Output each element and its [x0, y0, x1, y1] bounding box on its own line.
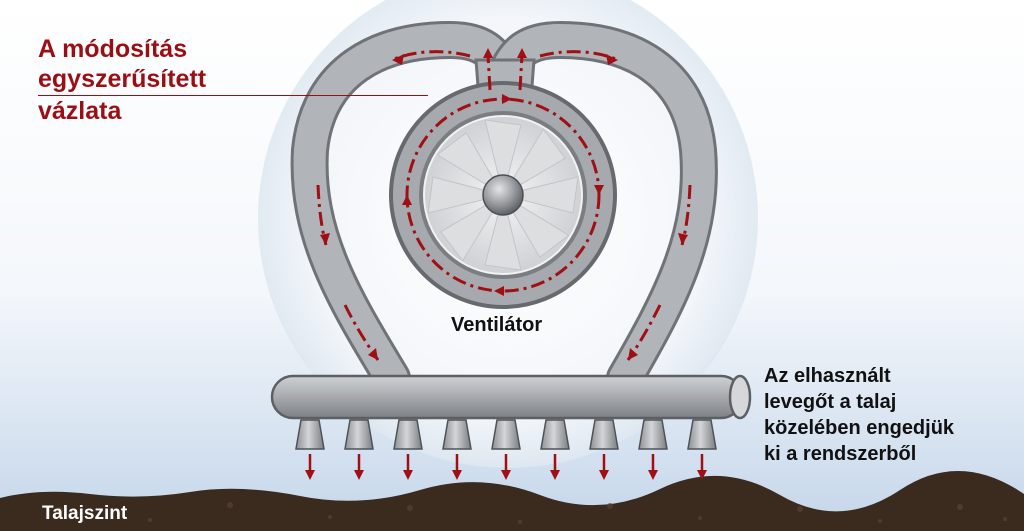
ground-soil — [0, 470, 1024, 531]
outlet-pipe-end — [728, 374, 752, 420]
outlet-note-line-3: közelében engedjük — [764, 417, 955, 439]
nozzle — [687, 419, 717, 450]
outflow-arrow-head — [452, 470, 462, 480]
outflow-arrow-head — [648, 470, 658, 480]
outlet-pipe — [270, 374, 744, 420]
nozzle — [442, 419, 472, 450]
duct-flow-arrowheads — [320, 48, 688, 360]
outlet-note-line-2: levegőt a talaj — [764, 391, 897, 413]
outflow-arrow-head — [697, 470, 707, 480]
nozzle — [393, 419, 423, 450]
fan-flow-arrowheads — [402, 94, 604, 296]
duct-right-body — [489, 23, 715, 394]
nozzle — [589, 419, 619, 450]
ground-level-label: Talajszint — [42, 503, 128, 524]
nozzle — [491, 419, 521, 450]
outflow-arrow-head — [550, 470, 560, 480]
nozzle — [295, 419, 325, 450]
outlet-note-line-4: ki a rendszerből — [764, 443, 917, 465]
soil-texture — [57, 502, 1007, 524]
outlet-note-line-1: Az elhasznált — [764, 365, 891, 387]
duct-left-body — [293, 23, 521, 394]
fan-blades — [427, 119, 579, 271]
nozzle — [540, 419, 570, 450]
outflow-arrow-head — [305, 470, 315, 480]
title-underline — [38, 95, 428, 96]
title-line-2: egyszerűsített — [38, 65, 207, 93]
nozzle — [638, 419, 668, 450]
nozzle — [344, 419, 374, 450]
outflow-arrow-head — [501, 470, 511, 480]
outflow-arrow-head — [354, 470, 364, 480]
title-line-1: A módosítás — [38, 35, 188, 63]
fan-label: Ventilátor — [451, 314, 543, 336]
fan-hub — [482, 174, 524, 216]
outflow-arrows — [305, 454, 707, 480]
nozzles — [295, 419, 717, 450]
title-line-3: vázlata — [38, 97, 122, 125]
outflow-arrow-head — [403, 470, 413, 480]
outflow-arrow-head — [599, 470, 609, 480]
